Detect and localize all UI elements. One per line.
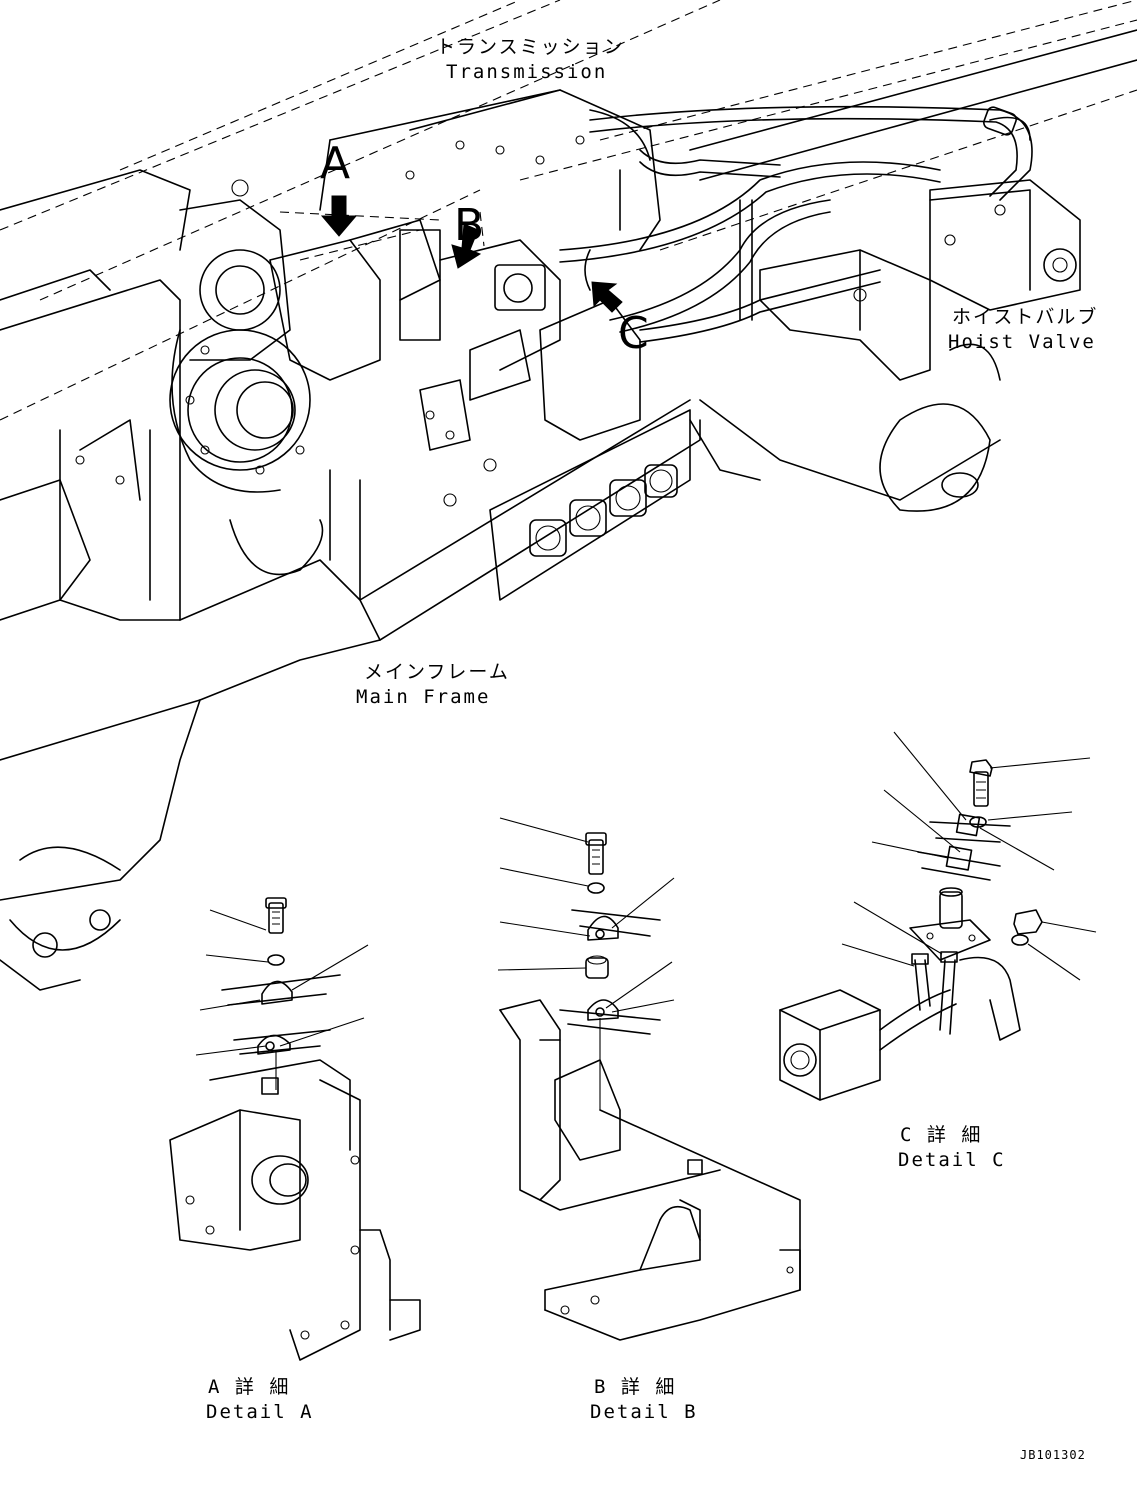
main-frame [0,279,1001,991]
detail-c-title-en: Detail C [898,1149,1006,1171]
hoist-valve [759,179,1081,381]
hydraulic-hoses [559,105,1033,343]
callout-arrow-b [451,223,482,269]
detail-c-drawing [779,731,1097,1101]
detail-a-title-jp: A 詳 細 [208,1376,291,1398]
main-frame-label-jp: メインフレーム [364,661,510,683]
detail-a-drawing [169,897,421,1361]
transmission-label-jp: トランスミッション [436,36,625,58]
detail-b-title-en: Detail B [590,1401,698,1423]
detail-a-title-en: Detail A [206,1401,314,1423]
detail-region-outlines [279,211,485,261]
hoist-valve-label-en: Hoist Valve [948,331,1096,353]
detail-c-title-jp: C 詳 細 [900,1124,983,1146]
callout-arrow-a [320,195,358,237]
hoist-valve-label-jp: ホイストバルブ [952,306,1099,328]
detail-b-drawing [497,817,801,1341]
callout-c-leader [584,249,591,291]
callout-label-c: C [618,308,649,359]
main-frame-label-en: Main Frame [356,686,491,708]
callout-label-a: A [320,138,351,189]
transmission-label-en: Transmission [446,61,608,83]
gear-housing [169,179,324,576]
callout-arrow-c [591,281,623,313]
detail-b-title-jp: B 詳 細 [594,1376,677,1398]
callout-label-b: B [454,200,485,251]
drawing-code: JB101302 [1020,1448,1086,1462]
transmission-housing [319,89,661,251]
